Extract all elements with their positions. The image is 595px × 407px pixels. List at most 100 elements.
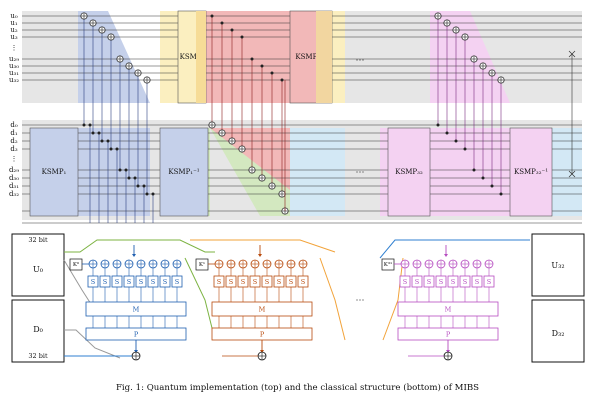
swap-x: [568, 50, 576, 58]
round-m-label: M: [445, 306, 452, 314]
round-key-box: [381, 258, 395, 271]
wire-label-u: u₃₂: [9, 76, 19, 84]
round-sbox-label: S: [151, 278, 155, 286]
ksmp32-block: [387, 127, 431, 217]
ksmp32-inv-block-label: KSMP₃₂⁻¹: [514, 168, 548, 176]
round-sbox-label: S: [289, 278, 293, 286]
ksmp1-block-label: KSMP₁: [42, 168, 67, 176]
round-key-box: [69, 258, 83, 271]
feistel-line-orange: [190, 239, 336, 253]
ksmp1-block: [29, 127, 79, 217]
bottom-bit-label: 32 bit: [28, 352, 48, 360]
wire-label-d: d₀: [10, 121, 17, 129]
ksmp1-inv-block-label: KSMP₁⁻¹: [168, 168, 199, 176]
round-key-label: K¹: [199, 261, 205, 268]
d32-box: [531, 299, 585, 363]
ksmp2-block-label: KSMP₂: [180, 53, 205, 61]
cnot-control: [210, 14, 214, 18]
wire-label-u: u₃: [10, 33, 18, 41]
round-m-box: [211, 301, 313, 317]
ksmp32-block-label: KSMP₃₂: [395, 168, 423, 176]
cnot-control: [260, 64, 264, 68]
round-sbox-label: S: [487, 278, 491, 286]
round-key-label: K⁰: [73, 261, 80, 268]
feistel-line-green: [64, 239, 215, 253]
cnot-control: [145, 192, 149, 196]
round-sbox-label: S: [427, 278, 431, 286]
feistel-line-green-2: [184, 257, 216, 341]
round-m-label: M: [259, 306, 266, 314]
wire-label-d: d₂₉: [9, 166, 19, 174]
ksmp2-strip: [196, 11, 206, 103]
wire-label-u: u₃₁: [9, 69, 19, 77]
cnot-control: [481, 176, 485, 180]
round-p-label: P: [260, 331, 265, 339]
cnot-control: [280, 78, 284, 82]
round-sbox-label: S: [439, 278, 443, 286]
ksmp2-inv-block-label: KSMP₂⁻¹: [295, 53, 326, 61]
round-sbox-label: S: [163, 278, 167, 286]
cnot-control: [230, 28, 234, 32]
d0-label: D₀: [33, 325, 43, 334]
round-sbox-label: S: [91, 278, 95, 286]
round-sbox-label: S: [127, 278, 131, 286]
feistel-line-blue: [379, 239, 530, 259]
cnot-control: [115, 147, 119, 151]
round-sbox-label: S: [415, 278, 419, 286]
round-p-label: P: [446, 331, 451, 339]
round-sbox-label: S: [103, 278, 107, 286]
cnot-control: [463, 147, 467, 151]
wire-label-u: u₀: [10, 12, 18, 20]
wire-label-u: u₁: [10, 19, 18, 27]
round-sbox-label: S: [265, 278, 269, 286]
cnot-control: [490, 184, 494, 188]
u32-box: [531, 233, 585, 297]
cnot-control: [82, 123, 86, 127]
wire-label-u: u₃₀: [9, 62, 19, 70]
cnot-control: [472, 168, 476, 172]
cnot-control: [100, 139, 104, 143]
wire-label-d: d₃₂: [9, 190, 19, 198]
quantum-ellipsis-top: ⋯: [356, 56, 365, 66]
band-gray-far: [510, 11, 582, 103]
ksmp1-inv-block: [159, 127, 209, 217]
wire-label-u: u₂: [10, 26, 18, 34]
cnot-control: [136, 184, 140, 188]
round-out-arrow-head: [446, 350, 450, 353]
round-sbox-label: S: [301, 278, 305, 286]
round-sbox-label: S: [463, 278, 467, 286]
round-in-arrow-head: [258, 254, 262, 257]
cnot-control: [91, 131, 95, 135]
wire-label-d: d₃₀: [9, 174, 19, 182]
cnot-control: [454, 139, 458, 143]
cnot-control: [499, 192, 503, 196]
cnot-control: [124, 168, 128, 172]
wire-label-d: d₁: [10, 129, 17, 137]
round-sbox-label: S: [475, 278, 479, 286]
feistel-line-orange-2: [319, 257, 346, 341]
feistel-line-orange-3: [382, 257, 404, 341]
round-p-label: P: [134, 331, 139, 339]
round-out-arrow-head: [134, 350, 138, 353]
wire-label-d: d₂: [10, 137, 17, 145]
cnot-control: [118, 168, 122, 172]
quantum-ellipsis-bottom: ⋯: [356, 168, 365, 178]
round-sbox-label: S: [175, 278, 179, 286]
wire-label-d: d₃: [10, 145, 17, 153]
u32-label: U₃₂: [551, 261, 564, 270]
cnot-control: [445, 131, 449, 135]
cnot-control: [97, 131, 101, 135]
round-in-arrow-head: [132, 254, 136, 257]
cnot-control: [220, 21, 224, 25]
round-m-box: [85, 301, 187, 317]
cnot-control: [240, 35, 244, 39]
round-sbox-label: S: [253, 278, 257, 286]
round-sbox-label: S: [451, 278, 455, 286]
round-m-label: M: [133, 306, 140, 314]
band-gray-top-left: [22, 11, 78, 103]
round-m-box: [397, 301, 499, 317]
round-key-label: K³¹: [384, 261, 393, 268]
cnot-control: [151, 192, 155, 196]
